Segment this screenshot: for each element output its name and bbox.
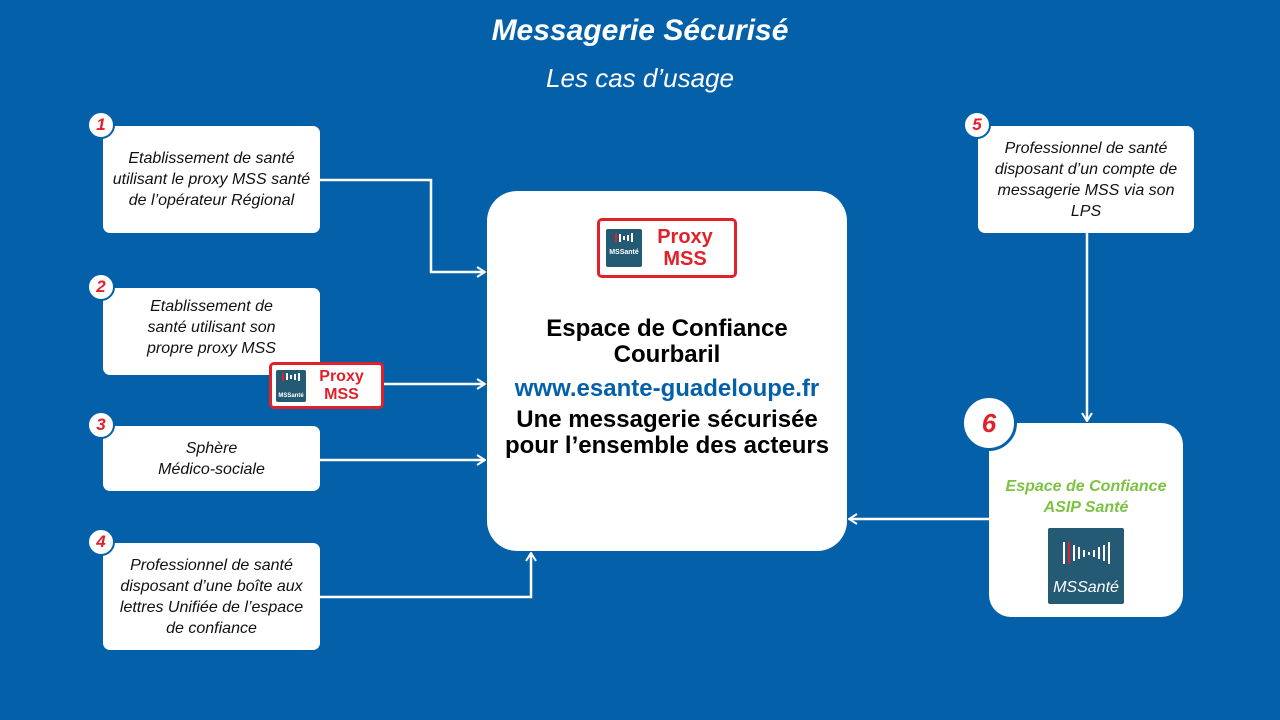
center-title: Espace de Confiance Courbaril <box>546 315 788 368</box>
case-6-badge: 6 <box>961 395 1017 451</box>
center-url[interactable]: www.esante-guadeloupe.fr <box>514 375 820 402</box>
case-5-text: Professionnel de santé disposant d’un co… <box>994 139 1178 220</box>
case-4-box: Professionnel de santé disposant d’une b… <box>103 543 320 650</box>
proxy-label: Proxy <box>319 367 364 385</box>
case-2-box: Etablissement de santé utilisant son pro… <box>103 288 320 375</box>
case-1-text: Etablissement de santé utilisant le prox… <box>112 150 311 209</box>
case-6-box: Espace de Confiance ASIP Santé MSSanté <box>989 423 1183 617</box>
case-2-text: Etablissement de santé utilisant son pro… <box>147 298 276 357</box>
case-1-badge: 1 <box>87 111 115 139</box>
case-3-badge: 3 <box>87 411 115 439</box>
case-2-badge: 2 <box>87 273 115 301</box>
case-4-text: Professionnel de santé disposant d’une b… <box>119 556 304 637</box>
case-5-badge: 5 <box>963 111 991 139</box>
mss-label: MSS <box>324 385 359 403</box>
page-title: Messagerie Sécurisé <box>491 14 789 47</box>
center-description: Une messagerie sécurisée pour l’ensemble… <box>504 406 830 459</box>
mssante-logo: MSSanté <box>606 229 642 267</box>
case-4-badge: 4 <box>87 528 115 556</box>
proxy-label: Proxy <box>657 226 713 248</box>
mssante-logo-large: MSSanté <box>1048 528 1124 604</box>
case-6-text: Espace de Confiance ASIP Santé <box>1005 478 1167 516</box>
mss-label: MSS <box>663 248 707 270</box>
case-1-box: Etablissement de santé utilisant le prox… <box>103 126 320 233</box>
case-3-text: Sphère Médico-sociale <box>158 439 265 478</box>
arrow-4 <box>320 553 531 599</box>
arrow-1 <box>320 178 485 272</box>
page-subtitle: Les cas d’usage <box>546 63 734 93</box>
case-5-box: Professionnel de santé disposant d’un co… <box>978 126 1194 233</box>
mssante-logo: MSSanté <box>276 369 306 402</box>
case-3-box: Sphère Médico-sociale <box>103 426 320 491</box>
